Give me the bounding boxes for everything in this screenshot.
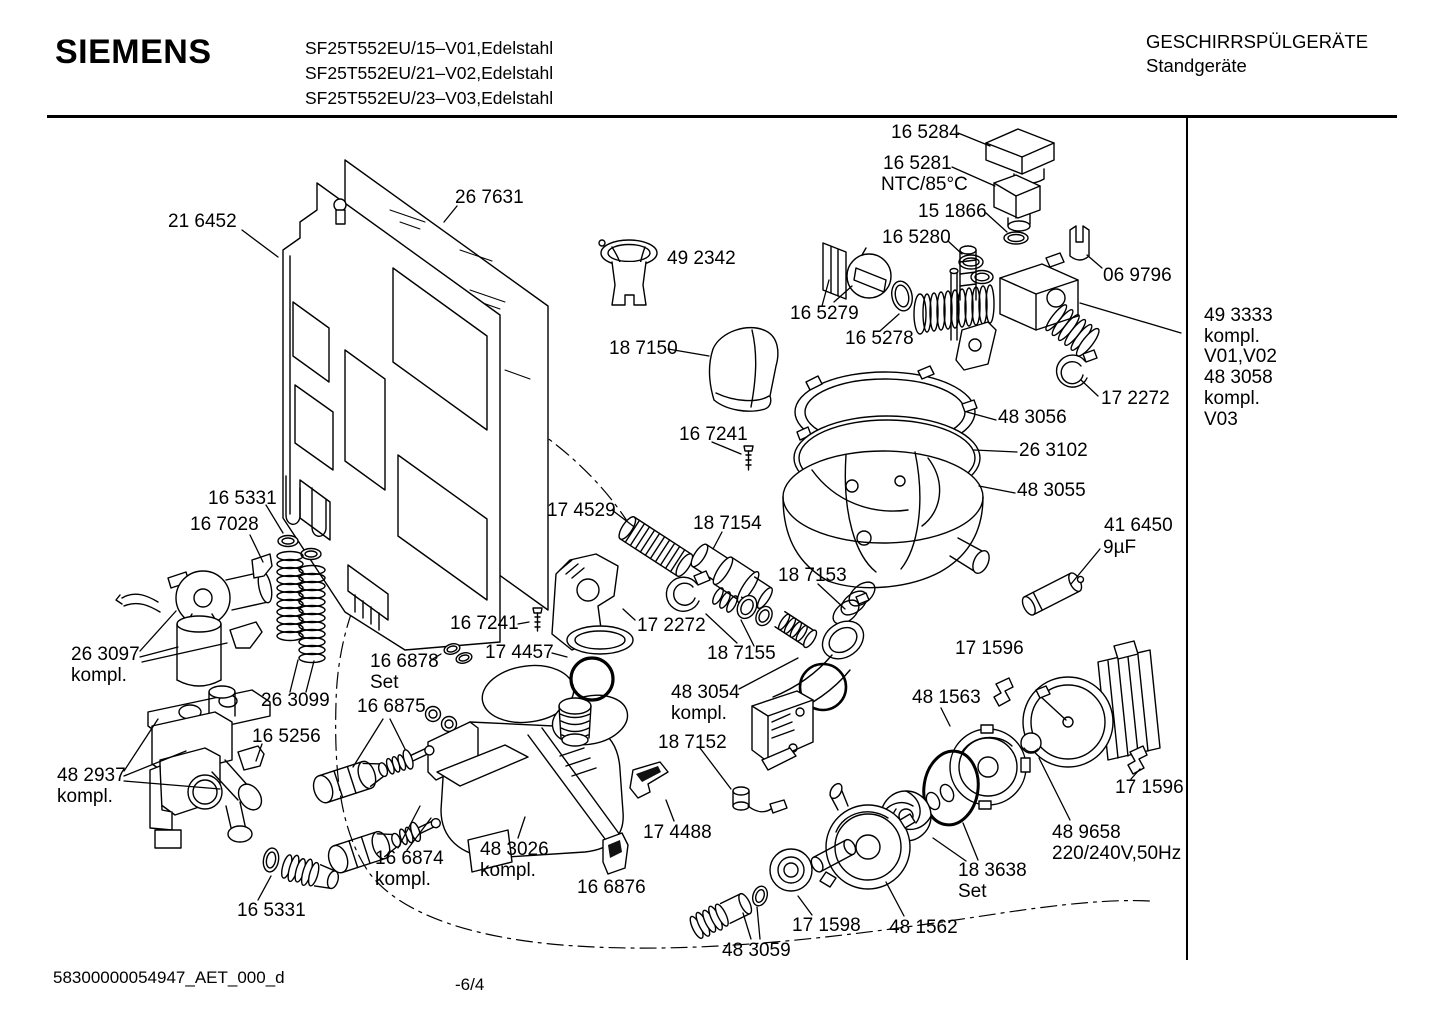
part-label: 9µF bbox=[1103, 537, 1137, 558]
pump-assembly-drawing bbox=[689, 572, 1161, 940]
inlet-valve-assembly-drawing bbox=[822, 242, 1100, 388]
part-label: 16 5280 bbox=[882, 227, 951, 248]
springs-drawing bbox=[251, 534, 326, 664]
part-label: 16 6876 bbox=[577, 877, 646, 898]
part-label: 17 4457 bbox=[485, 642, 554, 663]
part-label: 48 1563 bbox=[912, 687, 981, 708]
part-label: 26 3097 kompl. bbox=[71, 644, 140, 686]
variant-note: 49 3333 kompl. V01,V02 48 3058 kompl. V0… bbox=[1204, 305, 1277, 430]
right-divider bbox=[1186, 118, 1188, 960]
leader-lines bbox=[123, 132, 1182, 940]
part-label: 17 4529 bbox=[547, 500, 616, 521]
angle-clip-drawing bbox=[629, 761, 669, 799]
part-label: 16 7241 bbox=[679, 424, 748, 445]
part-label: 48 1562 bbox=[889, 917, 958, 938]
injector-valve-drawing bbox=[312, 745, 441, 874]
model-line: SF25T552EU/21–V02,Edelstahl bbox=[305, 63, 554, 83]
model-list: SF25T552EU/15–V01,Edelstahl SF25T552EU/2… bbox=[305, 36, 553, 111]
part-label: 17 2272 bbox=[1101, 388, 1170, 409]
header-divider bbox=[47, 115, 1397, 118]
part-label: 18 7152 bbox=[658, 732, 727, 753]
part-label: 48 3055 bbox=[1017, 480, 1086, 501]
part-label: 48 9658 220/240V,50Hz bbox=[1052, 822, 1182, 864]
part-label: 18 7155 bbox=[707, 643, 776, 664]
part-label: 21 6452 bbox=[168, 211, 237, 232]
hose-fitting-drawing bbox=[262, 847, 340, 890]
part-label: 48 2937 kompl. bbox=[57, 765, 126, 807]
page-number: -6/4 bbox=[455, 975, 485, 994]
part-label: 41 6450 bbox=[1104, 515, 1173, 536]
part-label: 16 6878 Set bbox=[370, 651, 439, 693]
part-label: 17 1596 bbox=[955, 638, 1024, 659]
switch-bracket-drawing bbox=[732, 690, 814, 814]
spray-cover-drawing bbox=[708, 326, 779, 412]
ntc-sensor-group-drawing bbox=[958, 128, 1090, 285]
part-label: 16 5331 bbox=[237, 900, 306, 921]
part-label: 48 3054 kompl. bbox=[671, 682, 740, 724]
part-label: 16 5284 bbox=[891, 122, 960, 143]
part-label: 18 7154 bbox=[693, 513, 762, 534]
model-line: SF25T552EU/15–V01,Edelstahl bbox=[305, 38, 554, 58]
screw-drawing bbox=[532, 445, 754, 632]
part-label: 15 1866 bbox=[918, 201, 987, 222]
part-label: 18 3638 Set bbox=[958, 860, 1027, 902]
door-inner-panel-drawing bbox=[282, 182, 501, 651]
part-label: 16 5281 bbox=[883, 153, 952, 174]
part-label: 48 3026 kompl. bbox=[480, 839, 549, 881]
part-label: 16 6874 kompl. bbox=[375, 848, 444, 890]
water-distributor-drawing bbox=[115, 570, 273, 849]
part-label: 18 7150 bbox=[609, 338, 678, 359]
part-label: 18 7153 bbox=[778, 565, 847, 586]
part-label: 16 5279 bbox=[790, 303, 859, 324]
part-label: 48 3059 bbox=[722, 940, 791, 961]
part-label: 17 1598 bbox=[792, 915, 861, 936]
category-block: GESCHIRRSPÜLGERÄTE Standgeräte bbox=[1146, 30, 1368, 78]
part-label: 17 4488 bbox=[643, 822, 712, 843]
part-label: 16 6875 bbox=[357, 696, 426, 717]
sump-assembly-drawing bbox=[782, 365, 990, 625]
document-id: 58300000054947_AET_000_d bbox=[53, 968, 285, 987]
part-label: 17 1596 bbox=[1115, 777, 1184, 798]
heater-tank-drawing bbox=[424, 656, 629, 875]
part-label: NTC/85°C bbox=[881, 174, 968, 195]
category-title: GESCHIRRSPÜLGERÄTE bbox=[1146, 31, 1369, 52]
part-label: 26 3099 bbox=[261, 690, 330, 711]
part-label: 26 3102 bbox=[1019, 440, 1088, 461]
part-label: 26 7631 bbox=[455, 187, 524, 208]
part-label: 06 9796 bbox=[1103, 265, 1172, 286]
part-label: 17 2272 bbox=[637, 615, 706, 636]
part-label: 16 7241 bbox=[450, 613, 519, 634]
category-subtitle: Standgeräte bbox=[1146, 55, 1247, 76]
funnel-drawing bbox=[598, 239, 658, 306]
part-label: 16 7028 bbox=[190, 514, 259, 535]
siemens-logo: SIEMENS bbox=[55, 33, 212, 71]
part-label: 49 2342 bbox=[667, 248, 736, 269]
model-line: SF25T552EU/23–V03,Edelstahl bbox=[305, 88, 554, 108]
part-label: 16 5278 bbox=[845, 328, 914, 349]
hose-run-drawing bbox=[443, 516, 870, 720]
part-label: 16 5256 bbox=[252, 726, 321, 747]
part-label: 16 5331 bbox=[208, 488, 277, 509]
part-label: 48 3056 bbox=[998, 407, 1067, 428]
